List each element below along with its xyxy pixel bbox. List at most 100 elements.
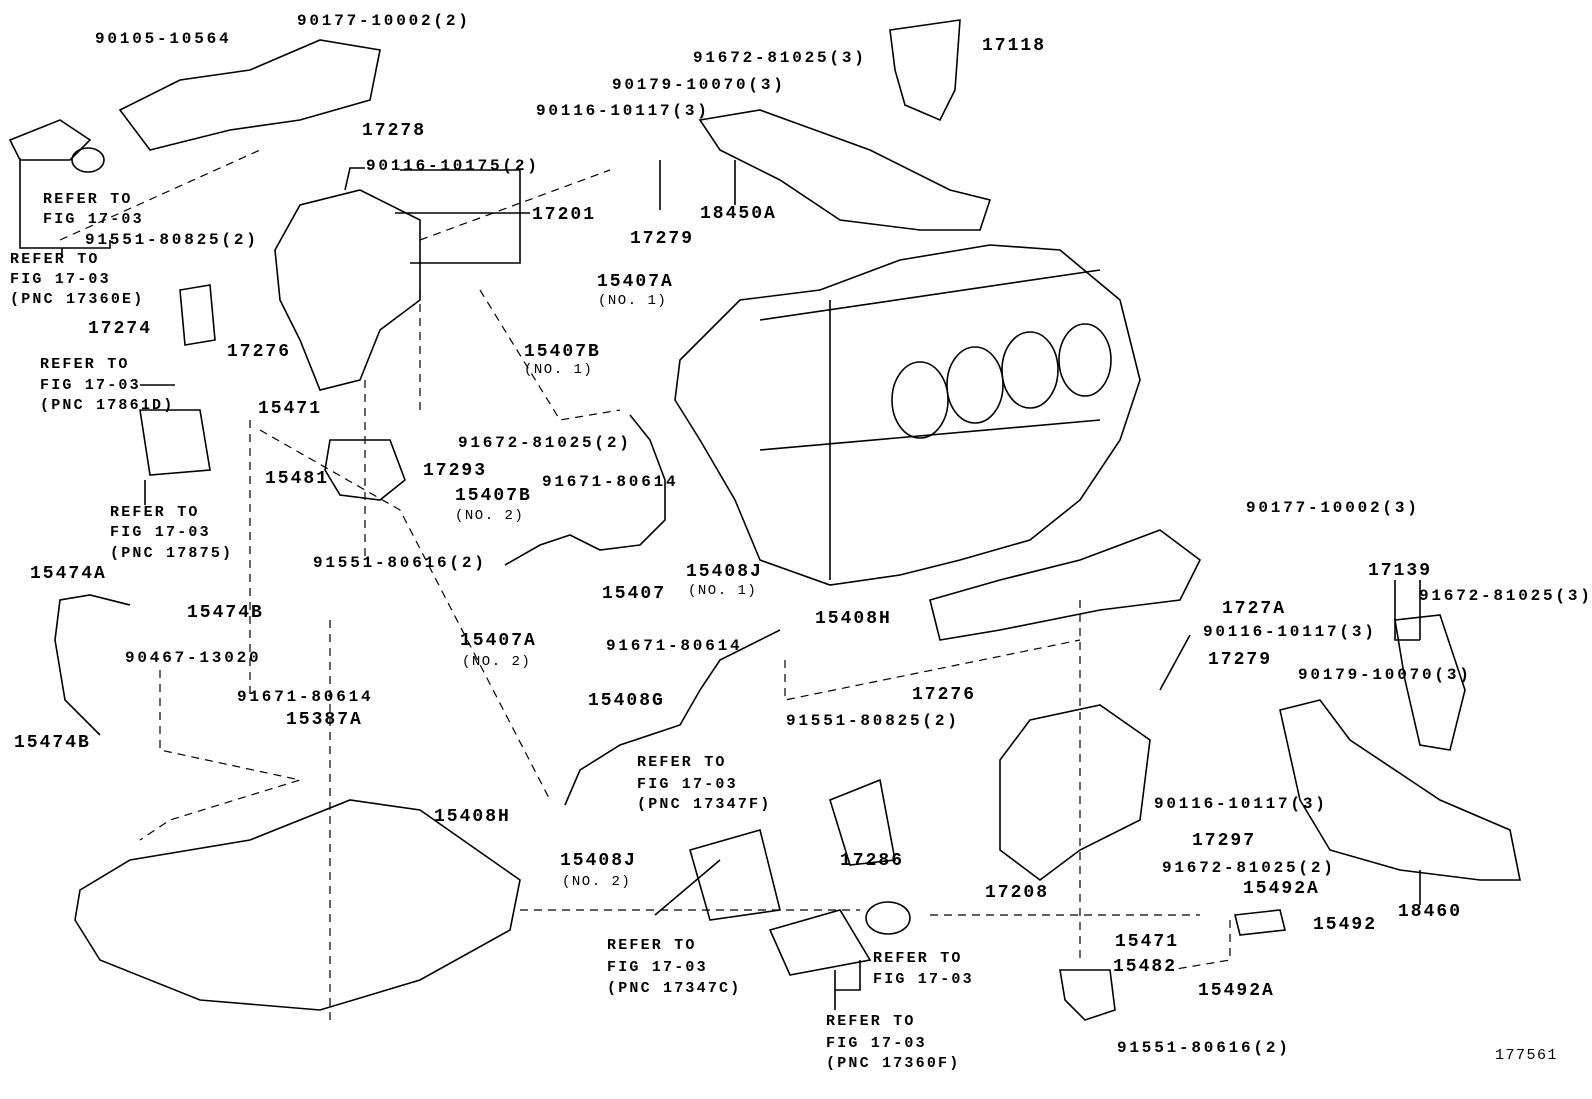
part-label-15408H[interactable]: 15408H xyxy=(815,609,892,629)
part-note-no1: (NO. 1) xyxy=(524,362,594,378)
refer-note-fig[interactable]: FIG 17-03 xyxy=(40,377,141,394)
o-ring-upper xyxy=(71,147,105,173)
part-label-91551-80616[interactable]: 91551-80616(2) xyxy=(1117,1039,1291,1057)
part-label-90116-10117[interactable]: 90116-10117(3) xyxy=(1203,623,1377,641)
part-label-91671-80614[interactable]: 91671-80614 xyxy=(606,637,743,655)
part-label-18450A[interactable]: 18450A xyxy=(700,204,777,224)
refer-note-pnc: (PNC 17875) xyxy=(110,545,234,562)
part-label-17293[interactable]: 17293 xyxy=(423,461,488,481)
elbow-15482 xyxy=(1059,969,1116,1021)
part-label-15407A[interactable]: 15407A xyxy=(597,272,674,292)
part-label-90116-10117[interactable]: 90116-10117(3) xyxy=(536,102,710,120)
part-label-15408H[interactable]: 15408H xyxy=(434,807,511,827)
turbo-lower xyxy=(999,704,1151,881)
dashed-leader-lines xyxy=(59,149,1231,1020)
part-label-15471[interactable]: 15471 xyxy=(1115,932,1180,952)
refer-note-fig[interactable]: FIG 17-03 xyxy=(10,271,111,288)
pipe-15407 xyxy=(504,414,666,566)
hose-bottom xyxy=(768,909,872,976)
part-label-17139[interactable]: 17139 xyxy=(1368,561,1433,581)
part-label-15474B[interactable]: 15474B xyxy=(187,603,264,623)
converter-upper xyxy=(698,109,992,231)
part-label-91551-80616[interactable]: 91551-80616(2) xyxy=(313,554,487,572)
converter-lower xyxy=(1279,699,1521,881)
part-label-17279[interactable]: 17279 xyxy=(630,229,695,249)
part-note-no2: (NO. 2) xyxy=(562,874,632,890)
part-label-91551-80825[interactable]: 91551-80825(2) xyxy=(786,712,960,730)
part-label-15471[interactable]: 15471 xyxy=(258,399,323,419)
refer-note-line: REFER TO xyxy=(607,937,697,954)
part-label-15474B[interactable]: 15474B xyxy=(14,733,91,753)
part-label-18460[interactable]: 18460 xyxy=(1398,902,1463,922)
heat-shield-17118 xyxy=(889,19,961,122)
part-label-17276[interactable]: 17276 xyxy=(912,685,977,705)
part-label-15481[interactable]: 15481 xyxy=(265,469,330,489)
part-label-90177-10002[interactable]: 90177-10002(3) xyxy=(1246,499,1420,517)
refer-note-fig[interactable]: FIG 17-03 xyxy=(873,971,974,988)
heat-shield-17139 xyxy=(1394,614,1466,751)
part-label-91672-81025[interactable]: 91672-81025(3) xyxy=(693,49,867,67)
part-label-91671-80614[interactable]: 91671-80614 xyxy=(542,473,679,491)
hose-15492 xyxy=(1234,909,1286,936)
part-label-91672-81025[interactable]: 91672-81025(3) xyxy=(1419,587,1592,605)
part-label-17279[interactable]: 17279 xyxy=(1208,650,1273,670)
refer-note-pnc: (PNC 17347C) xyxy=(607,980,742,997)
refer-note-fig[interactable]: FIG 17-03 xyxy=(43,211,144,228)
leader-lines xyxy=(19,158,1421,1010)
part-label-17286[interactable]: 17286 xyxy=(840,851,905,871)
part-label-90179-10070[interactable]: 90179-10070(3) xyxy=(1298,666,1472,684)
part-label-91551-80825[interactable]: 91551-80825(2) xyxy=(85,231,259,249)
refer-note-fig[interactable]: FIG 17-03 xyxy=(637,776,738,793)
part-label-91672-81025[interactable]: 91672-81025(2) xyxy=(458,434,632,452)
part-label-17118[interactable]: 17118 xyxy=(982,36,1047,56)
part-label-15492[interactable]: 15492 xyxy=(1313,915,1378,935)
part-label-17201[interactable]: 17201 xyxy=(532,205,597,225)
part-label-90179-10070[interactable]: 90179-10070(3) xyxy=(612,76,786,94)
refer-note-pnc: (PNC 17360F) xyxy=(826,1055,961,1072)
part-note-no2: (NO. 2) xyxy=(462,654,532,670)
part-label-17278[interactable]: 17278 xyxy=(362,121,427,141)
part-label-15407[interactable]: 15407 xyxy=(602,584,667,604)
part-label-90105-10564[interactable]: 90105-10564 xyxy=(95,30,232,48)
refer-note-line: REFER TO xyxy=(43,191,133,208)
part-label-15407B[interactable]: 15407B xyxy=(524,342,601,362)
part-label-1727A[interactable]: 1727A xyxy=(1222,599,1287,619)
pipe-15408G xyxy=(564,629,781,806)
part-label-90177-10002[interactable]: 90177-10002(2) xyxy=(297,12,471,30)
part-label-17297[interactable]: 17297 xyxy=(1192,831,1257,851)
diagram-id: 177561 xyxy=(1495,1047,1559,1064)
part-label-90116-10175[interactable]: 90116-10175(2) xyxy=(366,157,540,175)
part-note-no1: (NO. 1) xyxy=(598,293,668,309)
refer-note-line: REFER TO xyxy=(826,1013,916,1030)
part-label-15387A[interactable]: 15387A xyxy=(286,710,363,730)
part-label-15407A[interactable]: 15407A xyxy=(460,631,537,651)
part-label-15474A[interactable]: 15474A xyxy=(30,564,107,584)
oil-pan-drawing xyxy=(74,799,521,1011)
o-ring-lower xyxy=(865,901,911,935)
part-label-91671-80614[interactable]: 91671-80614 xyxy=(237,688,374,706)
refer-note-pnc: (PNC 17861D) xyxy=(40,397,175,414)
refer-note-line: REFER TO xyxy=(110,504,200,521)
refer-note-pnc: (PNC 17347F) xyxy=(637,796,772,813)
part-label-17208[interactable]: 17208 xyxy=(985,883,1050,903)
exhaust-manifold-lower xyxy=(929,529,1202,641)
part-label-15408G[interactable]: 15408G xyxy=(588,691,665,711)
part-label-15408J[interactable]: 15408J xyxy=(686,562,763,582)
refer-note-line: REFER TO xyxy=(40,356,130,373)
refer-note-fig[interactable]: FIG 17-03 xyxy=(607,959,708,976)
part-label-17274[interactable]: 17274 xyxy=(88,319,153,339)
part-label-15492A[interactable]: 15492A xyxy=(1243,879,1320,899)
part-label-91672-81025[interactable]: 91672-81025(2) xyxy=(1162,859,1336,877)
part-label-15408J[interactable]: 15408J xyxy=(560,851,637,871)
refer-note-fig[interactable]: FIG 17-03 xyxy=(110,524,211,541)
part-label-17276[interactable]: 17276 xyxy=(227,342,292,362)
elbow-15481 xyxy=(324,439,406,501)
part-label-15407B[interactable]: 15407B xyxy=(455,486,532,506)
part-label-90116-10117[interactable]: 90116-10117(3) xyxy=(1154,795,1328,813)
part-label-15492A[interactable]: 15492A xyxy=(1198,981,1275,1001)
part-label-15482[interactable]: 15482 xyxy=(1113,957,1178,977)
hose-upper-left xyxy=(139,409,211,476)
refer-note-fig[interactable]: FIG 17-03 xyxy=(826,1035,927,1052)
part-label-90467-13020[interactable]: 90467-13020 xyxy=(125,649,262,667)
